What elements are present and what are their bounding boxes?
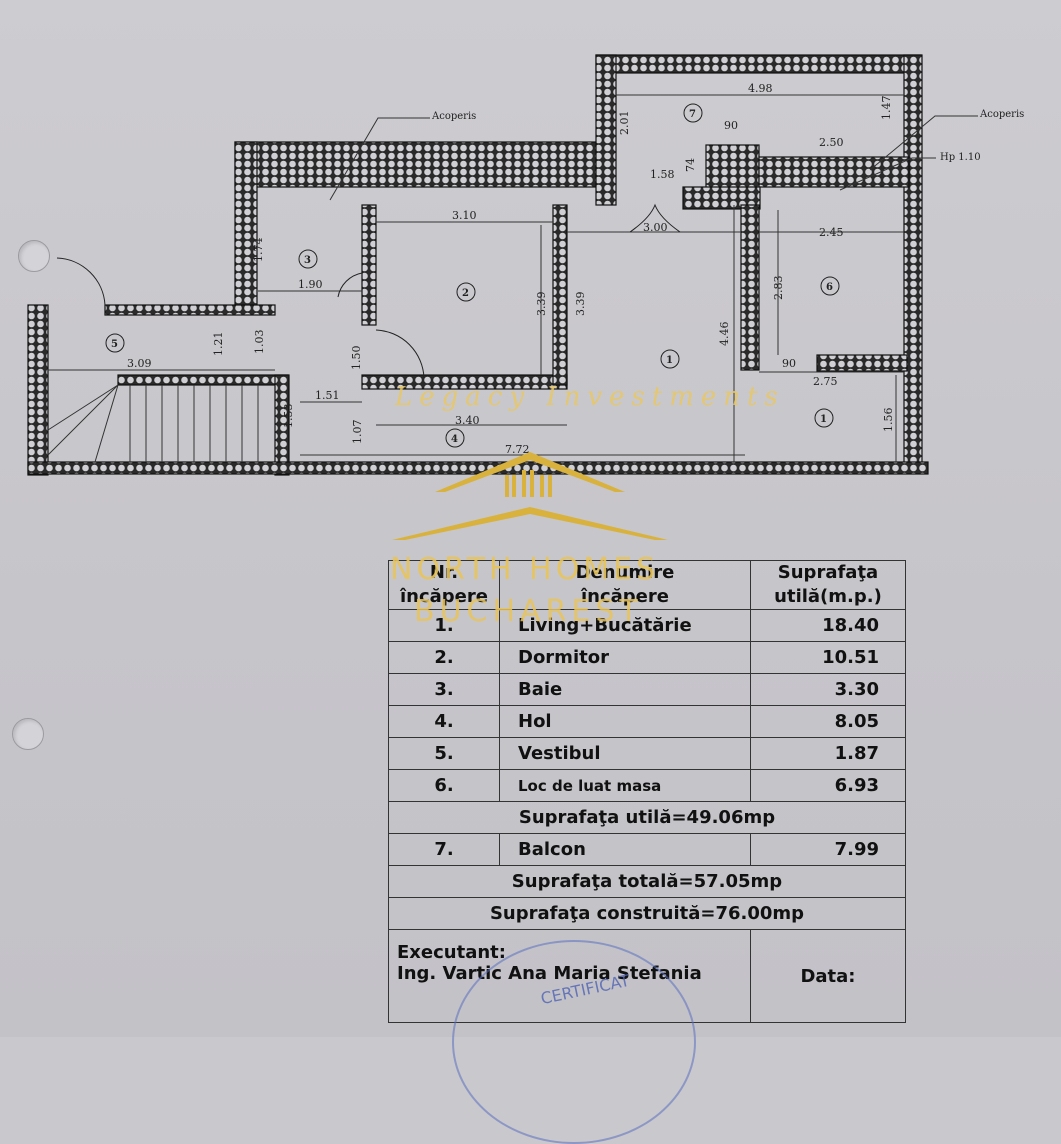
dim-3.40: 3.40 [455, 414, 480, 427]
room-7-label: 7 [689, 109, 696, 120]
dim-1.90: 1.90 [298, 278, 323, 291]
dim-1.53: 1.53 [282, 404, 295, 429]
built-area-row: Suprafaţa construită=76.00mp [388, 897, 906, 930]
room-2-label: 2 [462, 288, 469, 299]
useful-total-row: Suprafaţa utilă=49.06mp [388, 801, 906, 834]
dim-2.45: 2.45 [819, 226, 844, 239]
dim-1.51: 1.51 [315, 389, 340, 402]
dim-1.03: 1.03 [253, 330, 266, 355]
roof-annotation-right: Acoperis [979, 109, 1024, 120]
room-5-label: 5 [111, 339, 118, 350]
room-1b-label: 1 [820, 414, 827, 425]
watermark-bucharest: BUCHAREST [414, 594, 643, 629]
header-nr: Nr.încăpere [388, 560, 500, 610]
dim-1.58: 1.58 [650, 168, 675, 181]
dim-3.39-bedroom: 3.39 [535, 292, 548, 317]
dim-4.46: 4.46 [718, 322, 731, 347]
floor-plan: 3 2 5 1 1 4 6 7 4.98 2.50 90 1.58 3.00 3… [27, 54, 1024, 540]
dim-7.72: 7.72 [505, 443, 530, 456]
dim-74: 74 [684, 158, 697, 172]
roof-annotation-left: Acoperis [431, 111, 476, 122]
room-4-label: 4 [451, 434, 458, 445]
dim-90-bottom: 90 [782, 357, 796, 370]
dim-1.74: 1.74 [252, 238, 265, 263]
dim-1.21: 1.21 [212, 332, 225, 357]
room-3-label: 3 [304, 255, 311, 266]
dim-3.00: 3.00 [643, 221, 668, 234]
dim-1.47: 1.47 [880, 96, 893, 121]
parapet-height-annotation: Hp 1.10 [940, 152, 981, 163]
punch-hole-bottom [12, 718, 44, 750]
room-1-label: 1 [666, 355, 673, 366]
dim-2.83: 2.83 [772, 276, 785, 301]
dim-3.09: 3.09 [127, 357, 152, 370]
dim-3.39-living: 3.39 [574, 292, 587, 317]
watermark-north-homes: NORTH HOMES [390, 552, 660, 587]
dim-3.10: 3.10 [452, 209, 477, 222]
dim-90-top: 90 [724, 119, 738, 132]
dim-2.75: 2.75 [813, 375, 838, 388]
dim-1.07: 1.07 [351, 420, 364, 445]
date-cell: Data: [750, 929, 906, 1023]
total-area-row: Suprafaţa totală=57.05mp [388, 865, 906, 898]
dim-4.98: 4.98 [748, 82, 773, 95]
certification-stamp [452, 940, 696, 1144]
house-logo-icon [392, 452, 668, 540]
dim-2.50: 2.50 [819, 136, 844, 149]
punch-hole-top [18, 240, 50, 272]
watermark-legacy-investments: Legacy Investments [395, 382, 785, 412]
dim-1.56: 1.56 [882, 408, 895, 433]
dim-1.50: 1.50 [350, 346, 363, 371]
room-6-label: 6 [826, 282, 833, 293]
dim-2.01: 2.01 [618, 111, 631, 136]
